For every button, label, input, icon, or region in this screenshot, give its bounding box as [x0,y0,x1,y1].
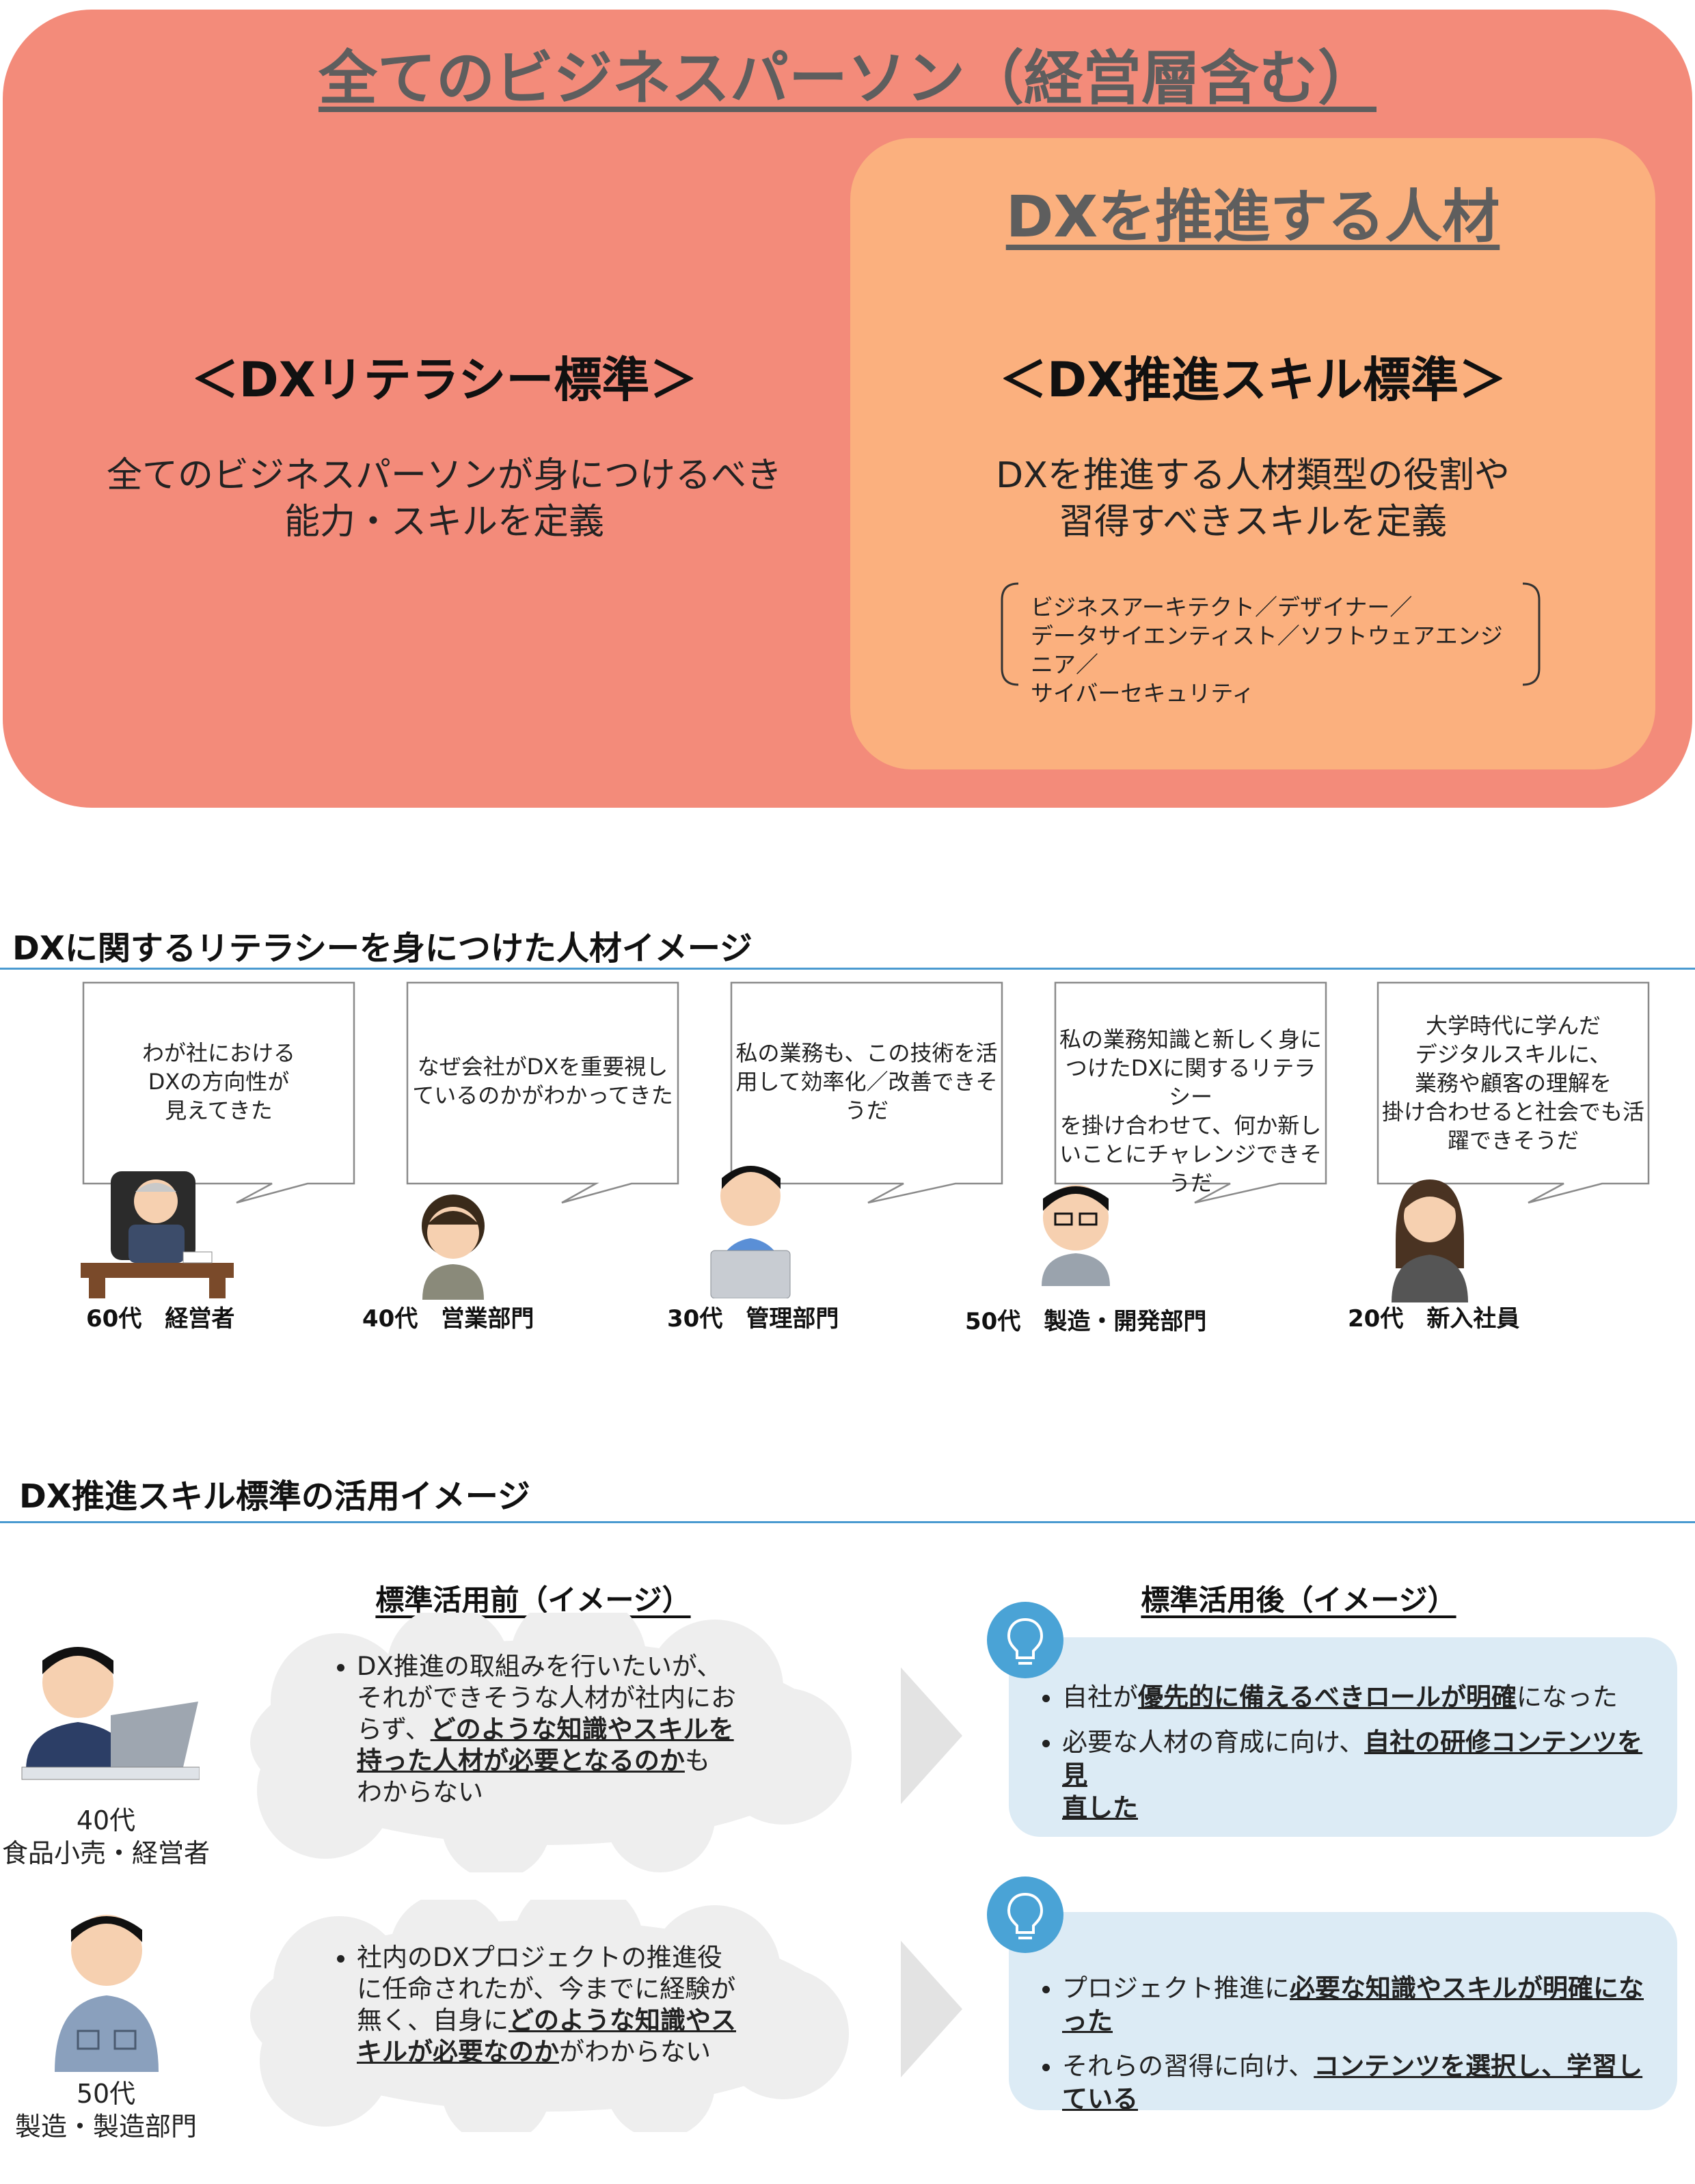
person-label-20s: 20代 新入社員 [1348,1305,1520,1333]
admin-man-illustration [710,1166,791,1298]
person-label-30s: 30代 管理部門 [667,1305,839,1333]
literacy-standard-heading: ＜DXリテラシー標準＞ [191,352,698,408]
speech-bubbles [82,981,1650,1204]
section2-divider [0,1521,1695,1523]
role-list: ビジネスアーキテクト／デザイナー／ データサイエンティスト／ソフトウェアエンジニ… [1031,594,1503,707]
bubble-text-20s: 大学時代に学んだデジタルスキルに、業務や顧客の理解を掛け合わせると社会でも活躍で… [1381,1013,1644,1154]
promotion-panel-title: DXを推進する人材 [1005,183,1500,250]
retail-executive-illustration [21,1647,200,1780]
literacy-standard-description: 全てのビジネスパーソンが身につけるべき 能力・スキルを定義 [106,455,782,543]
section2-heading: DX推進スキル標準の活用イメージ [19,1477,530,1516]
section1-heading: DXに関するリテラシーを身につけた人材イメージ [12,929,752,968]
top-panel-title: 全てのビジネスパーソン（経営層含む） [318,44,1377,113]
section1-divider [0,968,1695,970]
arrow-right-icon-2 [901,1941,962,2077]
before-heading: 標準活用前（イメージ） [375,1583,691,1617]
before-cloud-1 [250,1613,852,1872]
promotion-skill-panel [850,138,1655,769]
after-heading: 標準活用後（イメージ） [1141,1583,1456,1617]
person-label-40s: 40代 営業部門 [362,1305,534,1333]
executive-illustration [81,1171,234,1298]
lightbulb-icon [987,1602,1063,1678]
factory-worker-illustration [55,1915,159,2072]
manufacturing-man-illustration [1042,1185,1110,1286]
case2-person-label: 50代 製造・製造部門 [14,2079,197,2142]
person-label-60s: 60代 経営者 [86,1305,235,1333]
case2-after-text: プロジェクト推進に必要な知識やスキルが明確になった それらの習得に向け、コンテン… [1031,1972,1659,2128]
role-bracket [1001,582,1541,686]
promotion-standard-heading: ＜DX推進スキル標準＞ [999,352,1507,408]
bubble-text-30s: 私の業務も、この技術を活用して効率化／改善できそうだ [735,1040,998,1123]
case1-before-text: DX推進の取組みを行いたいが、 それができそうな人材が社内にお らず、どのような… [325,1651,763,1820]
case1-after-text: 自社が優先的に備えるべきロールが明確になった 必要な人材の育成に向け、自社の研修… [1031,1681,1659,1837]
bubble-text-50s: 私の業務知識と新しく身につけたDXに関するリテラシーを掛け合わせて、何か新しいこ… [1059,1026,1322,1196]
case1-person-label: 40代 食品小売・経営者 [1,1805,210,1868]
case2-after-box [1009,1912,1677,2110]
person-label-50s: 50代 製造・開発部門 [965,1308,1207,1335]
new-employee-illustration [1392,1179,1468,1302]
arrow-right-icon [901,1667,962,1804]
lightbulb-icon-2 [987,1876,1063,1953]
bubble-text-40s: なぜ会社がDXを重要視しているのかがわかってきた [412,1054,673,1108]
sales-woman-illustration [422,1195,485,1300]
case1-after-box [1009,1637,1677,1837]
case2-before-text: 社内のDXプロジェクトの推進役 に任命されたが、今までに経験が 無く、自身にどの… [325,1942,763,2080]
before-cloud-2 [250,1900,849,2132]
promotion-standard-description: DXを推進する人材類型の役割や 習得すべきスキルを定義 [996,455,1510,543]
